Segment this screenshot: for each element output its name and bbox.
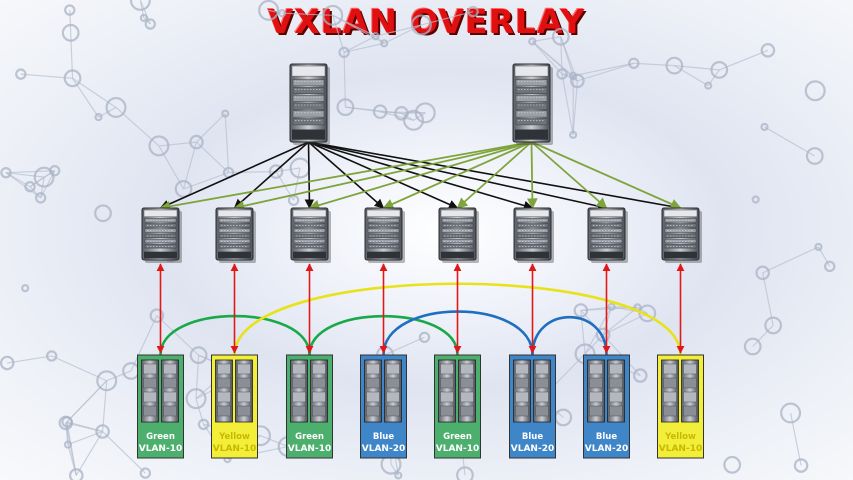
rack-vlan-label: VLAN-20 (362, 444, 405, 454)
rack-vlan-label: VLAN-20 (585, 444, 628, 454)
uplink-spine2-leaf6 (526, 141, 538, 210)
rack-vlan-label: VLAN-10 (659, 444, 702, 454)
rack-vlan-label: VLAN-20 (511, 444, 554, 454)
uplink-spine2-leaf5 (456, 141, 533, 209)
rack-color-label: Blue (596, 432, 617, 442)
uplink-spine2-leaf2 (233, 141, 532, 212)
uplink-spine2-leaf3 (308, 141, 532, 211)
rack-color-label: Blue (373, 432, 394, 442)
uplink-spine2-leaf8 (531, 141, 682, 210)
leaf-4-switch (364, 207, 405, 263)
rack-vlan-label: VLAN-10 (436, 444, 479, 454)
uplink-spine1-leaf1 (159, 141, 309, 209)
uplink-spine2-leaf7 (530, 141, 608, 209)
leaf-2-switch (215, 207, 256, 263)
rack-color-label: Green (146, 432, 175, 442)
diagram-title: VXLAN OVERLAY (267, 2, 586, 41)
leaf-7-switch (587, 207, 628, 263)
uplink-spine1-leaf2 (233, 141, 310, 209)
rack-color-label: Blue (522, 432, 543, 442)
uplink-spine1-leaf3 (304, 141, 315, 209)
leaf-3-switch (290, 207, 331, 263)
rack-vlan-label: VLAN-10 (139, 444, 182, 454)
leaf-6-switch (513, 207, 554, 263)
spine-1-switch (289, 63, 330, 145)
rack-color-label: Yellow (218, 432, 250, 442)
rack-vlan-label: VLAN-10 (288, 444, 331, 454)
leaf-8-switch (661, 207, 702, 263)
rack-vlan-label: VLAN-10 (213, 444, 256, 454)
rack-color-label: Green (443, 432, 472, 442)
uplink-spine2-leaf4 (382, 141, 532, 209)
leaf-5-switch (438, 207, 479, 263)
leaf-1-switch (141, 207, 182, 263)
uplink-spine2-leaf1 (159, 141, 532, 212)
spine-2-switch (512, 63, 553, 145)
rack-color-label: Green (295, 432, 324, 442)
rack-color-label: Yellow (664, 432, 696, 442)
